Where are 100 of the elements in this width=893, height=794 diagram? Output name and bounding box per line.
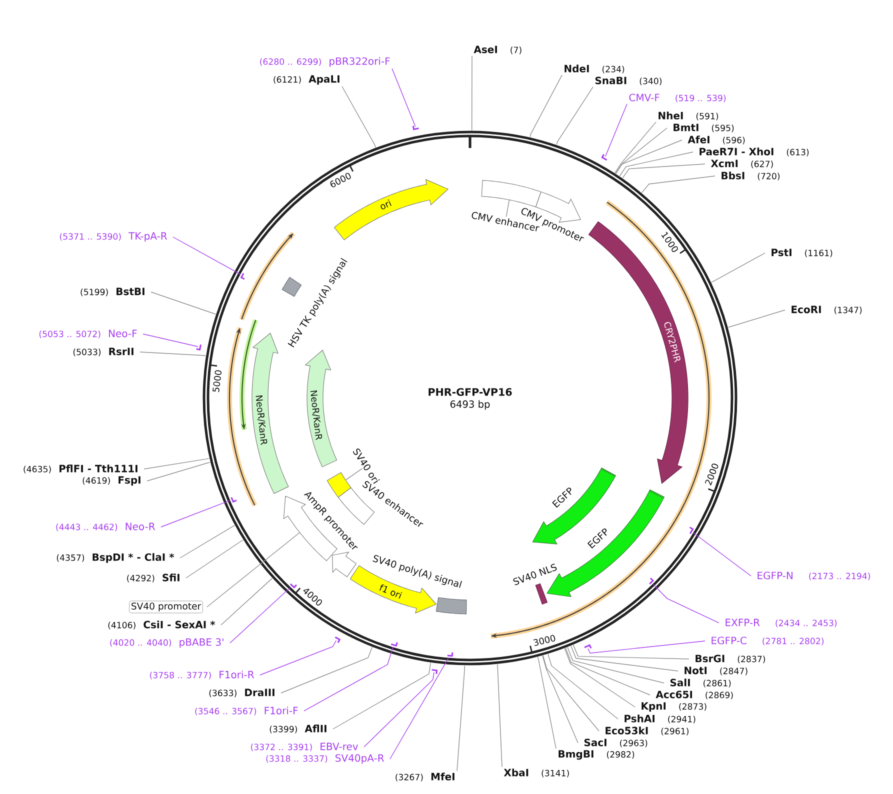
enzyme-label: Acc65I (2869) — [656, 690, 733, 700]
leader-line — [220, 578, 273, 626]
leader-line — [572, 644, 690, 660]
leader-line — [160, 500, 230, 528]
primer-mark — [230, 497, 237, 503]
enzyme-label: (5033) RsrII — [73, 348, 134, 356]
leader-line — [506, 200, 510, 218]
enzyme-label: (4619) FspI — [82, 476, 140, 486]
leader-line — [390, 658, 449, 760]
leader-line — [186, 540, 244, 578]
enzyme-label: BmgBI (2982) — [558, 750, 634, 760]
leader-line — [588, 640, 706, 654]
primer-label: (3372 .. 3391) EBV-rev — [251, 742, 358, 752]
enzyme-label: PshAI (2941) — [624, 714, 696, 724]
primer-mark — [412, 126, 419, 130]
enzyme-label: SnaBI (340) — [595, 76, 662, 86]
feature-box — [326, 472, 352, 498]
primer-label: CMV-F (519 .. 539) — [629, 94, 726, 102]
feature-block: NeoR/KanR — [252, 332, 289, 494]
leader-line — [332, 662, 431, 730]
primer-label: EXFP-R (2434 .. 2453) — [726, 618, 837, 628]
primer-mark — [196, 344, 202, 350]
enzyme-label: NheI (591) — [658, 112, 718, 120]
leader-line — [142, 334, 198, 347]
enzyme-label: SalI (2861) — [670, 678, 731, 688]
leader-line — [342, 86, 376, 148]
primer-label: (3318 .. 3337) SV40pA-R — [266, 754, 384, 764]
leader-line — [614, 122, 656, 174]
leader-line — [728, 310, 786, 328]
tick-label: 2000 — [705, 464, 718, 486]
leader-line — [615, 128, 668, 174]
enzyme-label: BmtI (595) — [674, 124, 734, 132]
leader-line — [622, 164, 706, 178]
leader-line — [619, 152, 694, 176]
leader-line — [653, 584, 720, 624]
primer-mark — [689, 526, 694, 534]
leader-line — [556, 86, 594, 146]
feature-block: NeoR/KanR — [305, 350, 338, 468]
enzyme-label: AfeI (596) — [688, 136, 745, 144]
primer-label: (3758 .. 3777) F1ori-R — [150, 670, 254, 680]
leader-line — [542, 655, 578, 744]
leader-line — [565, 648, 650, 696]
leader-line — [230, 587, 290, 644]
enzyme-label: (5199) BstBI — [80, 288, 144, 296]
enzyme-label: XbaI (3141) — [504, 768, 569, 778]
primer-mark — [290, 583, 298, 588]
primer-label: (3546 .. 3567) F1ori-F — [195, 706, 298, 716]
feature-box — [481, 180, 542, 208]
plasmid-size: 6493 bp — [450, 400, 490, 410]
leader-line — [605, 104, 628, 157]
plasmid-name: PHR-GFP-VP16 — [428, 388, 512, 396]
leader-line — [564, 648, 636, 708]
primer-label: (6280 .. 6299) pBR322ori-F — [260, 57, 390, 67]
leader-line — [548, 654, 618, 720]
primer-mark — [584, 644, 592, 649]
enzyme-label: Eco53kI (2961) — [606, 726, 688, 736]
tick-label: 3000 — [533, 634, 556, 646]
leader-line — [616, 140, 682, 174]
leader-line — [146, 462, 210, 482]
leader-line — [641, 176, 716, 194]
primer-label: EGFP-C (2781 .. 2802) — [712, 636, 824, 646]
leader-line — [364, 672, 434, 748]
leader-line — [144, 458, 210, 470]
leader-line — [140, 352, 206, 356]
enzyme-label: KpnI (2873) — [642, 702, 706, 712]
primer-mark — [334, 636, 341, 643]
enzyme-label: BsrGI (2837) — [696, 654, 765, 664]
enzyme-label: AseI (7) — [474, 46, 522, 54]
primer-label: (4020 .. 4040) pBABE 3' — [110, 638, 224, 648]
leader-line — [496, 664, 502, 768]
leader-line — [280, 646, 373, 694]
leader-line — [206, 532, 300, 608]
primer-label: (4443 .. 4462) Neo-R — [56, 522, 156, 532]
enzyme-label: PaeR7I - XhoI (613) — [700, 148, 809, 156]
enzyme-label: (6121) ApaLI — [274, 75, 340, 85]
leader-line — [567, 646, 664, 684]
primer-mark — [240, 272, 245, 280]
enzyme-label: (3399) AflII — [270, 724, 326, 734]
primer-label: EGFP-N (2173 .. 2194) — [758, 572, 870, 580]
leader-line — [150, 292, 216, 315]
enzyme-label: (4357) BspDI * - ClaI * — [56, 553, 174, 563]
enzyme-label: BbsI (720) — [722, 172, 780, 180]
primer-mark — [432, 669, 438, 674]
leader-line — [542, 655, 600, 732]
leader-line — [172, 236, 241, 275]
leader-line — [570, 646, 678, 672]
enzyme-label: XcmI (627) — [710, 160, 773, 168]
leader-line — [345, 468, 363, 480]
leader-line — [530, 74, 562, 138]
primer-label: (5371 .. 5390) TK-pA-R — [60, 232, 168, 242]
enzyme-label: (4292) SfiI — [127, 574, 180, 582]
primer-mark — [601, 154, 608, 161]
leader-line — [304, 646, 394, 712]
enzyme-label: SacI (2963) — [584, 738, 648, 748]
leader-line — [711, 252, 766, 283]
tick-label: 5000 — [212, 370, 222, 392]
enzyme-label: (4635) PflFI - Tth111I — [24, 464, 138, 474]
primer-label: (5053 .. 5072) Neo-F — [39, 330, 137, 338]
enzyme-label: (3267) MfeI — [396, 772, 454, 782]
feature-label: SV40 promoter — [129, 600, 203, 614]
